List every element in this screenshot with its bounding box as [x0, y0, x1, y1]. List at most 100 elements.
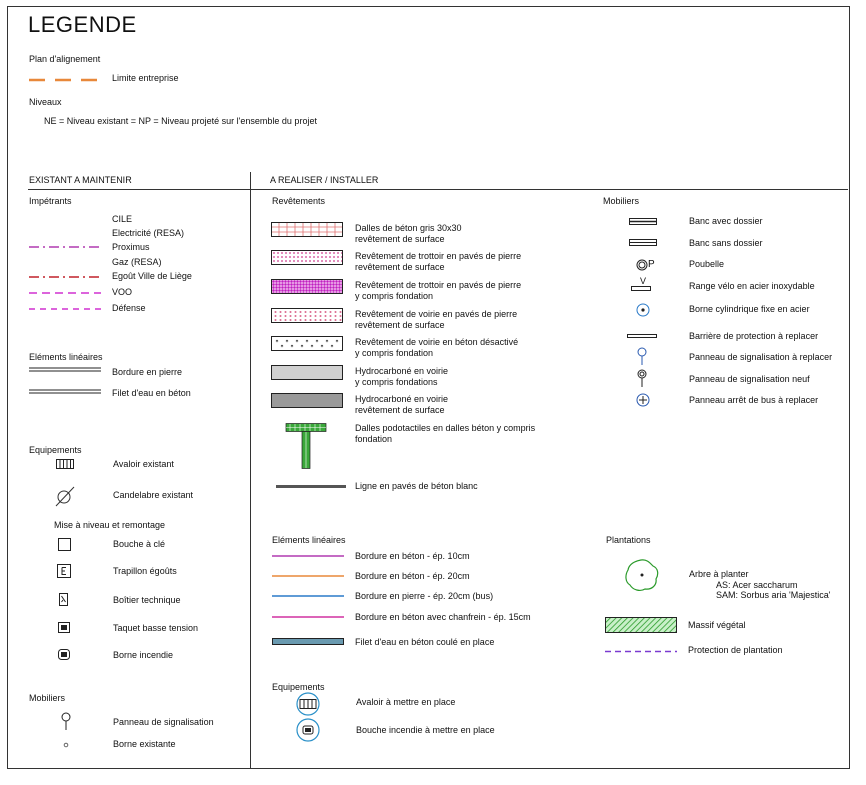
mobilier-label: Poubelle [689, 259, 725, 269]
revetement-label: revêtement de surface [355, 320, 445, 330]
ligne-paves-symbol [276, 485, 346, 488]
protection-line [605, 650, 677, 653]
dalles-beton-swatch [271, 222, 343, 237]
lineaire-label: Bordure en béton - ép. 20cm [355, 571, 470, 581]
arbre-sam: SAM: Sorbus aria 'Majestica' [716, 590, 831, 600]
impetrant-label: VOO [112, 287, 133, 297]
beton-desactive-swatch [271, 336, 343, 351]
avaloir-neuf-label: Avaloir à mettre en place [356, 697, 456, 707]
impetrants-heading: Impétrants [29, 196, 72, 206]
revetement-label: fondation [355, 434, 393, 444]
left-mobiliers-heading: Mobiliers [29, 693, 66, 703]
panneau-replacer-icon [637, 347, 647, 365]
bordure-lines [29, 367, 101, 394]
borne-incendie-label: Borne incendie [113, 650, 174, 660]
revetement-label: revêtement de surface [355, 234, 445, 244]
taquet-label: Taquet basse tension [113, 623, 199, 633]
barriere-icon [627, 334, 657, 338]
massif-swatch [605, 617, 677, 633]
hydrocarbone-fondation-swatch [271, 365, 343, 380]
arret-bus-icon [636, 393, 650, 407]
lineaire-label: Bordure en béton avec chanfrein - ép. 15… [355, 612, 531, 622]
plan-alignement-heading: Plan d'alignement [29, 54, 101, 64]
range-velo-letter: V [640, 276, 647, 286]
bouche-incendie-neuf-icon [296, 718, 320, 742]
revetements-heading: Revêtements [272, 196, 326, 206]
revetement-label: Revêtement de voirie en béton désactivé [355, 337, 519, 347]
revetement-label: y compris fondations [355, 377, 438, 387]
revetement-label: Hydrocarboné en voirie [355, 394, 449, 404]
mobilier-label: Barrière de protection à replacer [689, 331, 819, 341]
impetrant-label: CILE [112, 214, 133, 224]
column-divider [250, 172, 251, 768]
lineaire-label: Bordure en pierre - ép. 20cm (bus) [355, 591, 494, 601]
banc-dossier-icon [629, 218, 657, 225]
borne-existante-label: Borne existante [113, 739, 176, 749]
left-header: EXISTANT A MAINTENIR [29, 175, 132, 185]
candelabre-label: Candelabre existant [113, 490, 194, 500]
panneau-label: Panneau de signalisation [113, 717, 214, 727]
ligne-paves-label: Ligne en pavés de béton blanc [355, 481, 478, 491]
banc-sans-dossier-icon [629, 239, 657, 246]
impetrant-label: Gaz (RESA) [112, 257, 162, 267]
section-divider [28, 189, 848, 190]
revetement-label: y compris fondation [355, 348, 434, 358]
borne-cylindrique-icon [636, 303, 650, 317]
right-header: A REALISER / INSTALLER [270, 175, 379, 185]
mobilier-label: Panneau de signalisation neuf [689, 374, 810, 384]
avaloir-neuf-icon [296, 692, 320, 716]
podotactile-symbol [285, 423, 327, 469]
impetrant-label: Electricité (RESA) [112, 228, 185, 238]
voirie-paves-swatch [271, 308, 343, 323]
mobilier-label: Banc sans dossier [689, 238, 763, 248]
right-equipements-heading: Equipements [272, 682, 325, 692]
revetement-label: Revêtement de voirie en pavés de pierre [355, 309, 518, 319]
limit-line-symbol [29, 78, 101, 82]
trottoir-fondation-swatch [271, 279, 343, 294]
mise-niveau-heading: Mise à niveau et remontage [54, 520, 166, 530]
left-lineaires-heading: Eléments linéaires [29, 352, 103, 362]
limit-label: Limite entreprise [112, 73, 179, 83]
borne-existante-icon [63, 742, 69, 748]
revetement-label: revêtement de surface [355, 405, 445, 415]
poubelle-icon [636, 259, 648, 271]
lineaires-symbols [272, 555, 344, 645]
range-velo-icon [631, 286, 651, 291]
panneau-neuf-icon [637, 369, 647, 387]
niveaux-heading: Niveaux [29, 97, 62, 107]
protection-label: Protection de plantation [688, 645, 783, 655]
impetrant-label: Egoût Ville de Liège [112, 271, 192, 281]
revetement-label: Hydrocarboné en voirie [355, 366, 449, 376]
bouche-incendie-neuf-label: Bouche incendie à mettre en place [356, 725, 495, 735]
borne-incendie-icon [58, 649, 70, 660]
hydrocarbone-surface-swatch [271, 393, 343, 408]
mobilier-label: Banc avec dossier [689, 216, 763, 226]
avaloir-label: Avaloir existant [113, 459, 174, 469]
avaloir-icon [56, 459, 74, 469]
mobilier-label: Panneau de signalisation à replacer [689, 352, 833, 362]
revetement-label: y compris fondation [355, 291, 434, 301]
panneau-icon [61, 712, 71, 730]
legend-frame [7, 6, 850, 769]
mobilier-label: Range vélo en acier inoxydable [689, 281, 815, 291]
revetement-label: Dalles podotactiles en dalles béton y co… [355, 423, 536, 433]
impetrant-label: Proximus [112, 242, 150, 252]
revetement-label: Dalles de béton gris 30x30 [355, 223, 462, 233]
massif-label: Massif végétal [688, 620, 746, 630]
impetrant-lines [29, 246, 101, 310]
arbre-label: Arbre à planter [689, 569, 749, 579]
arbre-as: AS: Acer saccharum [716, 580, 798, 590]
right-mobiliers-heading: Mobiliers [603, 196, 640, 206]
page-title: LEGENDE [28, 12, 137, 37]
bouche-cle-label: Bouche à clé [113, 539, 166, 549]
poubelle-letter: P [648, 259, 655, 270]
trapillon-icon [57, 564, 71, 578]
bordure-pierre-label: Bordure en pierre [112, 367, 183, 377]
niveaux-text: NE = Niveau existant = NP = Niveau proje… [44, 116, 317, 126]
lineaire-label: Filet d'eau en béton coulé en place [355, 637, 495, 647]
boitier-icon [59, 593, 68, 606]
revetement-label: revêtement de surface [355, 262, 445, 272]
revetement-label: Revêtement de trottoir en pavés de pierr… [355, 280, 522, 290]
revetement-label: Revêtement de trottoir en pavés de pierr… [355, 251, 522, 261]
lineaire-label: Bordure en béton - ép. 10cm [355, 551, 470, 561]
